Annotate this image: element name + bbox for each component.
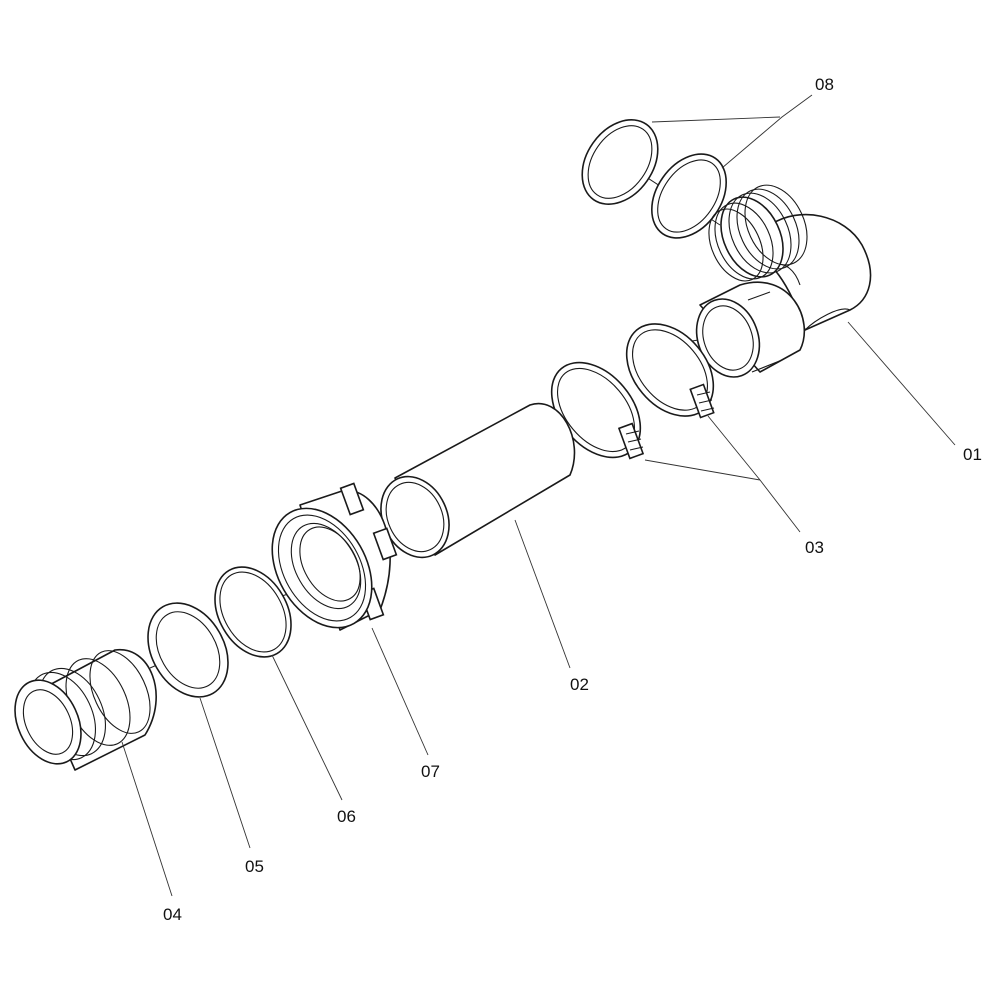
part-01-elbow-fitting [695,184,872,378]
leader-08-b [721,94,813,169]
part-07-union-nut [271,482,398,631]
callout-labels: 08 01 03 02 07 06 05 04 [163,75,982,924]
leader-03-b [644,459,761,481]
callout-01: 01 [963,445,982,464]
leader-02 [514,519,571,669]
part-02-hose-tube [380,402,576,559]
callout-03: 03 [805,538,824,557]
callout-06: 06 [337,807,356,826]
callout-07: 07 [421,762,440,781]
leader-04 [121,741,173,897]
part-06-ring [214,566,292,658]
part-05-washer [147,602,229,698]
leader-03-a [707,415,801,533]
callout-05: 05 [245,857,264,876]
callout-08: 08 [815,75,834,94]
part-03-hose-clamps [550,323,715,460]
callout-04: 04 [163,905,182,924]
leader-07 [371,627,429,756]
callout-02: 02 [570,675,589,694]
part-04-tail-piece [14,649,157,771]
leader-01 [847,321,956,446]
leader-08-a [651,116,781,123]
leader-06 [271,654,343,801]
leader-lines [121,94,956,897]
leader-05 [199,697,251,849]
